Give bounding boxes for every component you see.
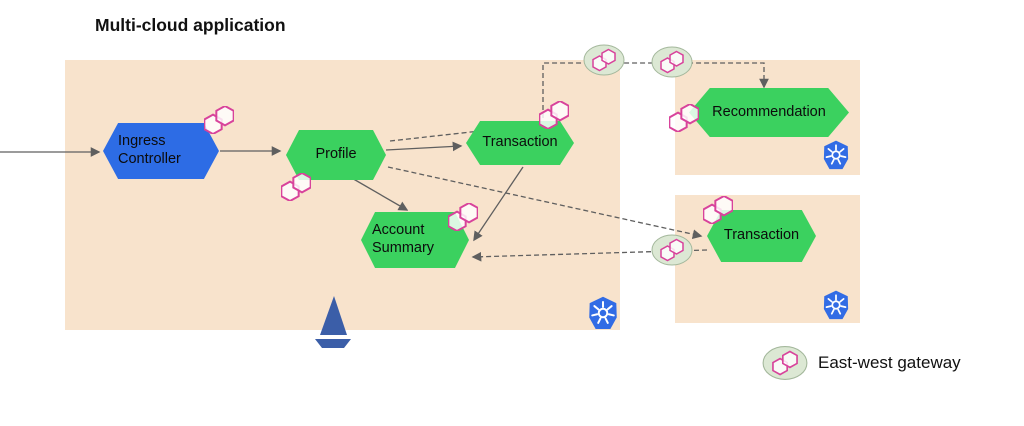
kubernetes-icon [588, 296, 618, 330]
diagram-title: Multi-cloud application [95, 15, 286, 35]
kubernetes-icon [823, 140, 849, 170]
kubernetes-icon [823, 290, 849, 320]
node-recommendation: Recommendation [689, 88, 849, 137]
node-transaction: Transaction [466, 121, 574, 165]
legend-east-west-gateway-icon [762, 345, 808, 381]
east-west-gateway-icon [651, 46, 693, 78]
sidecar-proxy-icon [539, 101, 569, 129]
node-profile: Profile [286, 130, 386, 180]
sidecar-proxy-icon [448, 203, 478, 231]
sidecar-proxy-icon [703, 196, 733, 224]
east-west-gateway-icon [583, 44, 625, 76]
legend-label: East-west gateway [818, 353, 961, 372]
east-west-gateway-icon [651, 234, 693, 266]
node-remote-transaction: Transaction [707, 210, 816, 262]
node-ingress-controller: Ingress Controller [103, 123, 219, 179]
sidecar-proxy-icon [669, 104, 699, 132]
cluster-main [65, 60, 620, 330]
sidecar-proxy-icon [204, 106, 234, 134]
sidecar-proxy-icon [281, 173, 311, 201]
istio-sailboat-icon [315, 296, 351, 348]
